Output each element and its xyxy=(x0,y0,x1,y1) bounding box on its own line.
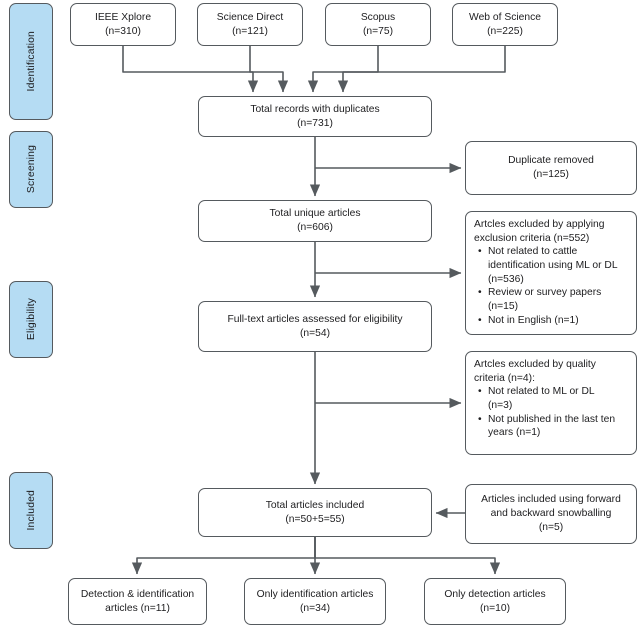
outcome-box-only-identification: Only identification articles (n=34) xyxy=(244,578,386,625)
outcome-box-only-identification-text: Only identification articles (n=34) xyxy=(256,588,374,614)
phase-label-included: Included xyxy=(9,472,53,549)
list-item: Not in English (n=1) xyxy=(478,314,629,328)
phase-label-identification-text: Identification xyxy=(25,31,37,92)
source-box-scopus: Scopus (n=75) xyxy=(325,3,431,46)
flow-box-fulltext-assessed-text: Full-text articles assessed for eligibil… xyxy=(227,313,403,339)
edge-wos-to-total xyxy=(337,46,506,93)
side-box-excluded-quality-criteria-list: Not related to ML or DL (n=3) Not publis… xyxy=(474,385,629,440)
outcome-box-only-detection: Only detection articles (n=10) xyxy=(424,578,566,625)
side-box-snowballing-included-text: Articles included using forward and back… xyxy=(481,494,621,533)
flow-box-total-records: Total records with duplicates (n=731) xyxy=(198,96,432,137)
source-box-ieee-xplore: IEEE Xplore (n=310) xyxy=(70,3,176,46)
edge-ieee-to-total xyxy=(122,46,259,93)
side-box-excluded-exclusion-criteria-list: Not related to cattle identification usi… xyxy=(474,245,629,327)
flow-box-total-unique-articles-text: Total unique articles (n=606) xyxy=(269,208,361,233)
flow-box-fulltext-assessed: Full-text articles assessed for eligibil… xyxy=(198,301,432,352)
list-item: Not published in the last ten years (n=1… xyxy=(478,413,629,440)
phase-label-eligibility: Eligibility xyxy=(9,281,53,358)
side-box-excluded-exclusion-criteria: Artcles excluded by applying exclusion c… xyxy=(465,211,637,335)
edge-included-to-detection-identification xyxy=(131,537,316,575)
source-box-web-of-science: Web of Science (n=225) xyxy=(452,3,558,46)
side-box-excluded-quality-criteria: Artcles excluded by quality criteria (n=… xyxy=(465,351,637,455)
flow-box-total-records-text: Total records with duplicates (n=731) xyxy=(250,103,380,129)
outcome-box-only-detection-text: Only detection articles (n=10) xyxy=(444,588,546,614)
phase-label-identification: Identification xyxy=(9,3,53,120)
side-box-duplicate-removed: Duplicate removed (n=125) xyxy=(465,141,637,195)
side-box-duplicate-removed-text: Duplicate removed (n=125) xyxy=(508,155,594,180)
source-box-science-direct: Science Direct (n=121) xyxy=(197,3,303,46)
flow-box-total-articles-included-text: Total articles included (n=50+5=55) xyxy=(265,499,365,525)
list-item: Not related to ML or DL (n=3) xyxy=(478,385,629,412)
phase-label-screening-text: Screening xyxy=(25,145,37,194)
source-box-web-of-science-text: Web of Science (n=225) xyxy=(469,11,541,37)
phase-label-included-text: Included xyxy=(25,490,37,531)
side-box-excluded-exclusion-criteria-lead: Artcles excluded by applying exclusion c… xyxy=(474,219,605,244)
edge-scopus-to-total xyxy=(307,46,379,93)
side-box-excluded-quality-criteria-lead: Artcles excluded by quality criteria (n=… xyxy=(474,359,596,384)
flow-box-total-articles-included: Total articles included (n=50+5=55) xyxy=(198,488,432,537)
phase-label-eligibility-text: Eligibility xyxy=(25,298,37,341)
source-box-ieee-xplore-text: IEEE Xplore (n=310) xyxy=(94,11,152,37)
edge-sciencedirect-to-total xyxy=(249,46,289,93)
phase-label-screening: Screening xyxy=(9,131,53,208)
outcome-box-detection-and-identification: Detection & identification articles (n=1… xyxy=(68,578,207,625)
flow-box-total-unique-articles: Total unique articles (n=606) xyxy=(198,200,432,242)
list-item: Review or survey papers (n=15) xyxy=(478,286,629,313)
list-item: Not related to cattle identification usi… xyxy=(478,245,629,286)
side-box-snowballing-included: Articles included using forward and back… xyxy=(465,484,637,544)
source-box-scopus-text: Scopus (n=75) xyxy=(360,11,396,37)
outcome-box-detection-and-identification-text: Detection & identification articles (n=1… xyxy=(80,588,195,614)
source-box-science-direct-text: Science Direct (n=121) xyxy=(216,11,284,37)
